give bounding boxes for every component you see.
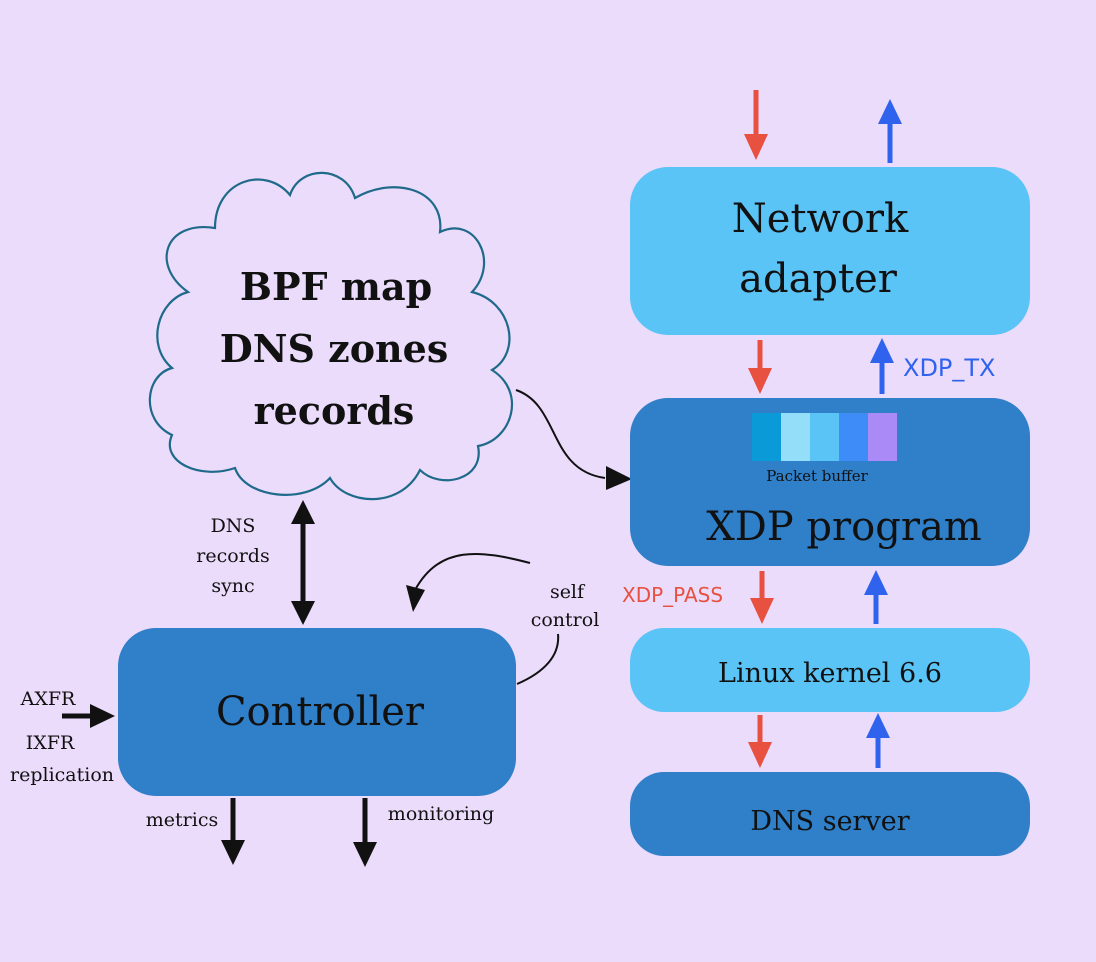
sync-arrow (291, 500, 315, 625)
sync-label-line-2: records (196, 545, 269, 567)
inbound-arrow-top (744, 90, 768, 160)
packet-buffer-label: Packet buffer (766, 467, 868, 485)
linux-kernel-box: Linux kernel 6.6 (630, 628, 1030, 712)
inbound-arrow-adapter-to-xdp (748, 340, 772, 394)
outbound-arrow-top (878, 99, 902, 163)
network-adapter-line-2: adapter (739, 256, 898, 302)
packet-buffer-cell-5 (868, 413, 897, 461)
metrics-arrow (221, 798, 245, 865)
packet-buffer (752, 413, 897, 461)
network-adapter-line-1: Network (732, 196, 909, 242)
replication-label: replication (10, 764, 114, 786)
dns-server-box: DNS server (630, 772, 1030, 856)
self-control-loop (406, 552, 560, 685)
packet-buffer-cell-2 (781, 413, 810, 461)
inbound-arrow-kernel-to-dns (748, 715, 772, 768)
outbound-arrow-kernel-to-xdp (864, 570, 888, 624)
axfr-label: AXFR (20, 688, 76, 710)
dns-server-label: DNS server (750, 806, 909, 837)
self-control-label-line-1: self (550, 581, 586, 603)
cloud-outline (148, 171, 514, 501)
packet-buffer-cell-1 (752, 413, 781, 461)
cloud-line-2: DNS zones (220, 326, 448, 371)
connector-arrowhead (606, 466, 632, 490)
cloud-line-3: records (254, 388, 415, 433)
controller-label: Controller (216, 689, 425, 735)
monitoring-arrow (353, 798, 377, 867)
xdp-tx-label: XDP_TX (903, 354, 996, 382)
metrics-label: metrics (146, 809, 218, 831)
packet-buffer-cell-3 (810, 413, 839, 461)
self-control-label-line-2: control (531, 609, 600, 631)
outbound-arrow-dns-to-kernel (866, 713, 890, 768)
xdp-program-box: Packet buffer XDP program (630, 398, 1030, 566)
sync-label-line-1: DNS (211, 515, 256, 537)
cloud-line-1: BPF map (240, 264, 432, 309)
cloud-to-xdp-connector (515, 389, 632, 490)
ixfr-label: IXFR (26, 732, 75, 754)
network-adapter-box: Network adapter (630, 167, 1030, 335)
linux-kernel-label: Linux kernel 6.6 (718, 658, 942, 689)
xdp-pass-label: XDP_PASS (622, 583, 723, 607)
bpf-map-cloud: BPF map DNS zones records (148, 171, 514, 501)
xdp-program-title: XDP program (706, 504, 982, 550)
xdp-tx-arrow (870, 338, 894, 394)
monitoring-label: monitoring (388, 803, 494, 825)
replication-input-arrow (62, 704, 115, 728)
xdp-pass-arrow (750, 571, 774, 624)
sync-label-line-3: sync (211, 575, 254, 597)
controller-box: Controller (118, 628, 516, 796)
packet-buffer-cell-4 (839, 413, 868, 461)
